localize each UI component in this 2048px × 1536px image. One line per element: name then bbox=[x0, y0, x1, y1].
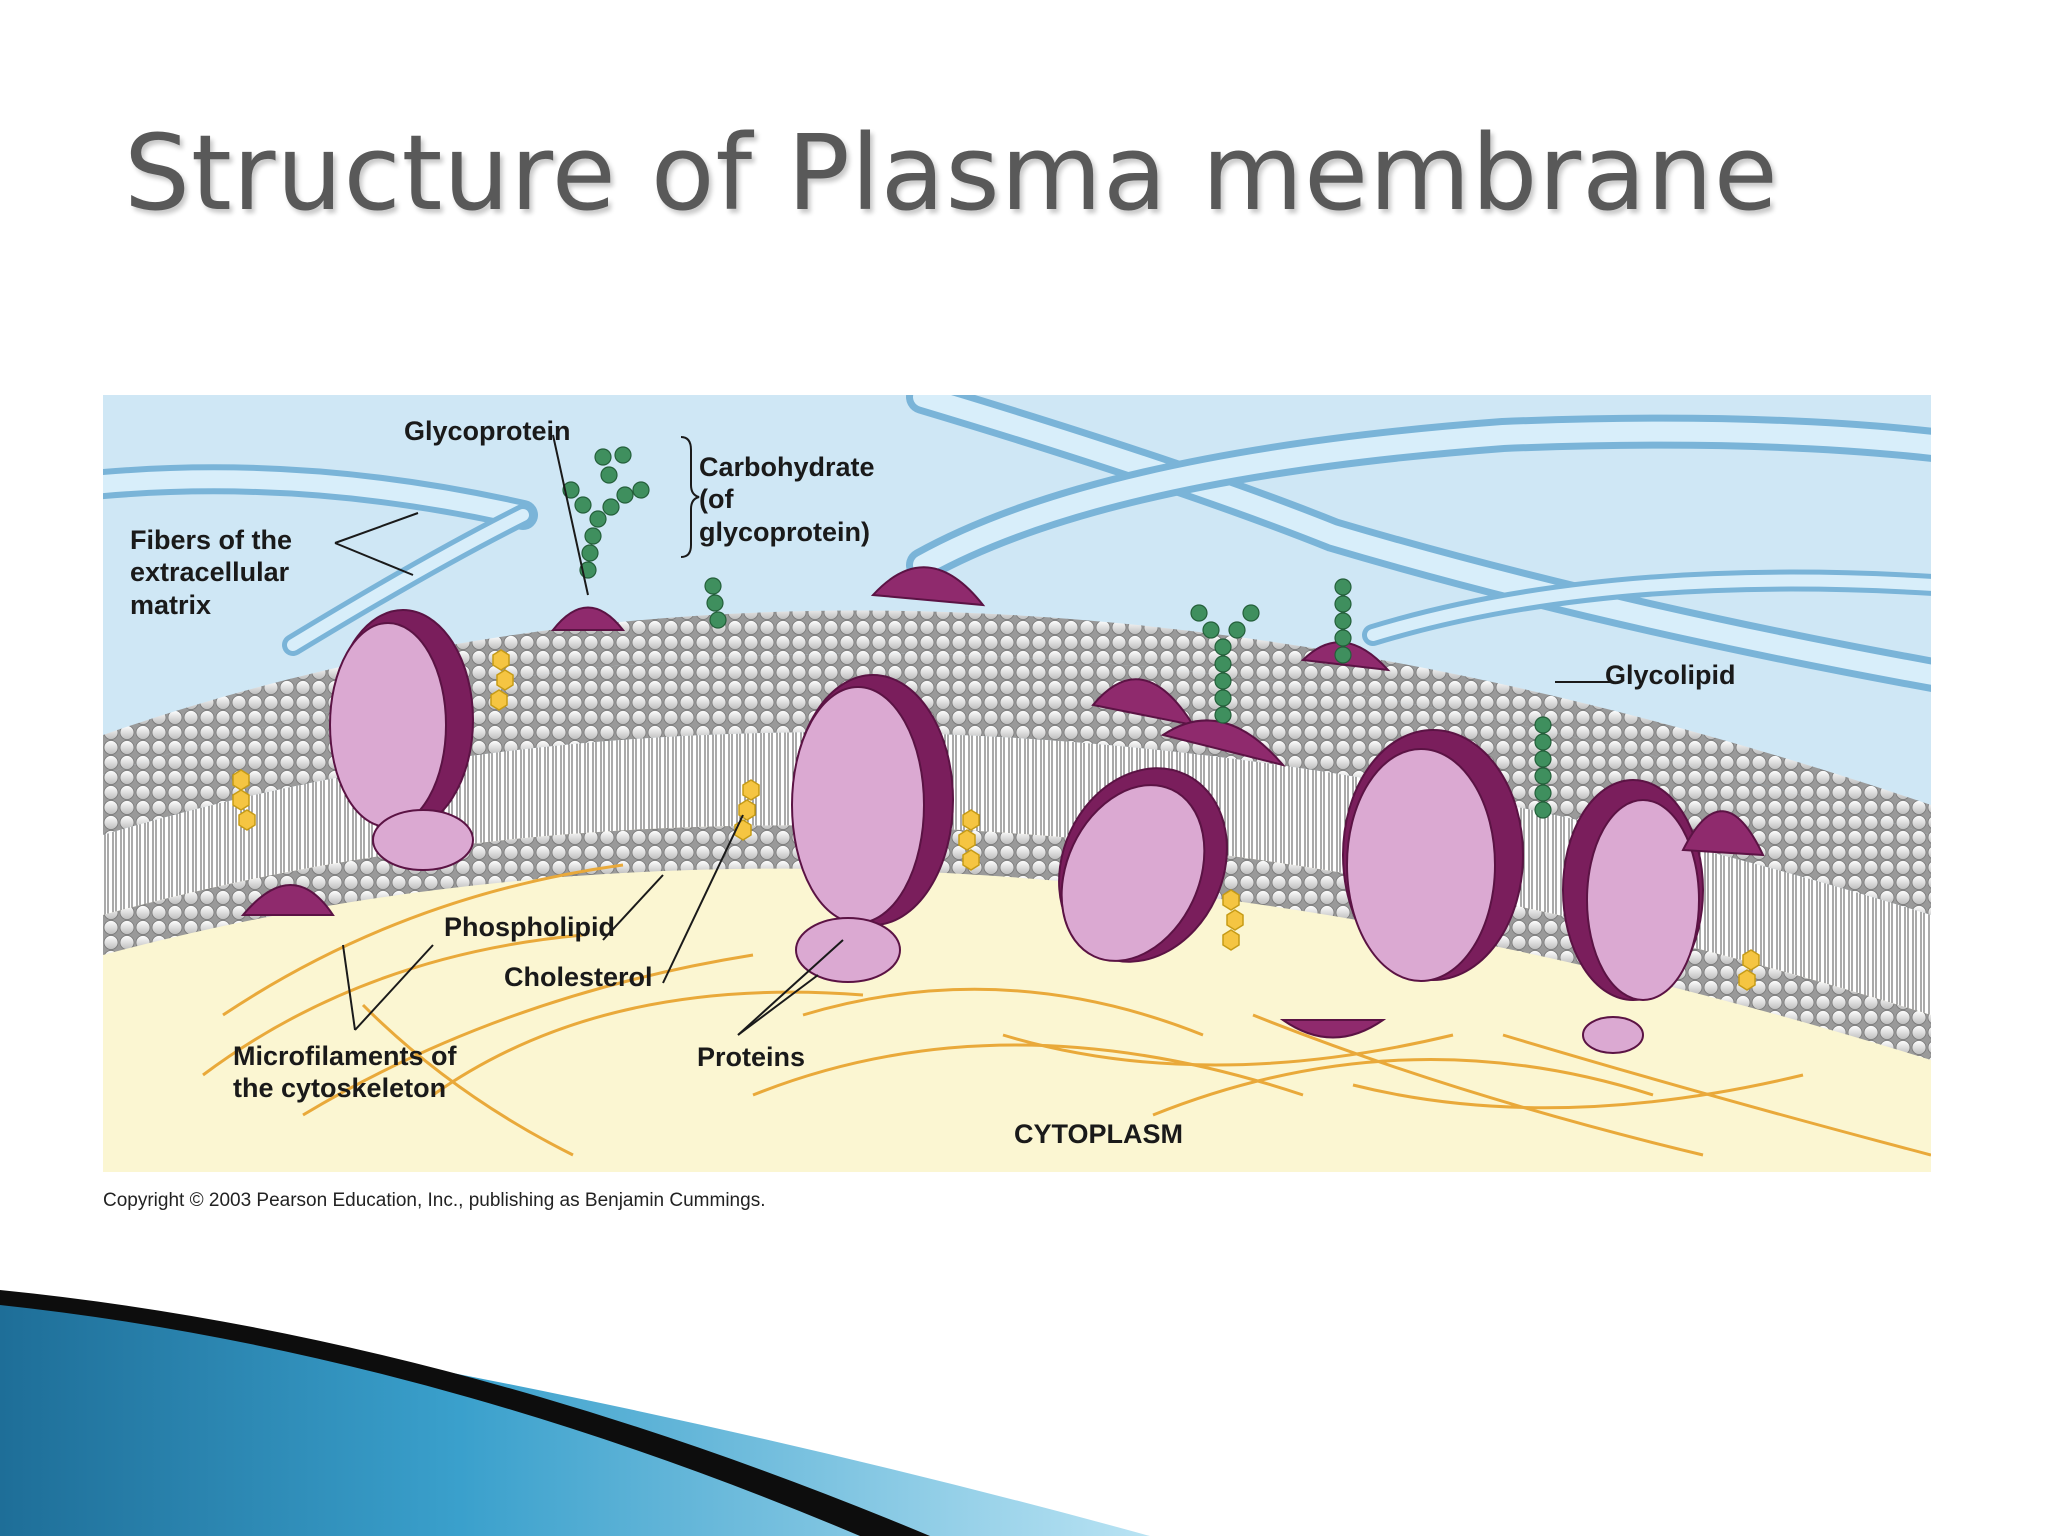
cholesterol-molecules bbox=[232, 649, 1760, 991]
outer-phospholipid-layer bbox=[103, 610, 1931, 835]
proteins-label: Proteins bbox=[697, 1042, 806, 1072]
microfilaments bbox=[202, 863, 1931, 1157]
cholesterol-label: Cholesterol bbox=[504, 962, 653, 992]
carbohydrate-label: Carbohydrate (of glycoprotein) bbox=[699, 452, 875, 547]
inner-phospholipid-layer bbox=[103, 825, 1931, 1060]
glycolipid-label: Glycolipid bbox=[1605, 660, 1736, 690]
copyright-caption: Copyright © 2003 Pearson Education, Inc.… bbox=[103, 1190, 766, 1211]
fibers-label: Fibers of the extracellular matrix bbox=[130, 525, 293, 620]
microfilaments-label: Microfilaments of the cytoskeleton bbox=[233, 1041, 457, 1104]
phospholipid-label: Phospholipid bbox=[444, 912, 615, 942]
extracellular-fibers bbox=[103, 395, 1931, 875]
glycoprotein-label: Glycoprotein bbox=[404, 416, 571, 446]
membrane-diagram: Glycoprotein Carbohydrate (of glycoprote… bbox=[103, 395, 1931, 1172]
slide-title: Structure of Plasma membrane bbox=[124, 112, 1779, 234]
carbohydrate-chains bbox=[562, 446, 1552, 819]
proteins bbox=[240, 566, 1765, 1054]
cytoplasm-label: CYTOPLASM bbox=[1014, 1119, 1184, 1149]
leader-lines bbox=[334, 434, 1613, 1036]
membrane-illustration bbox=[103, 395, 1931, 1172]
